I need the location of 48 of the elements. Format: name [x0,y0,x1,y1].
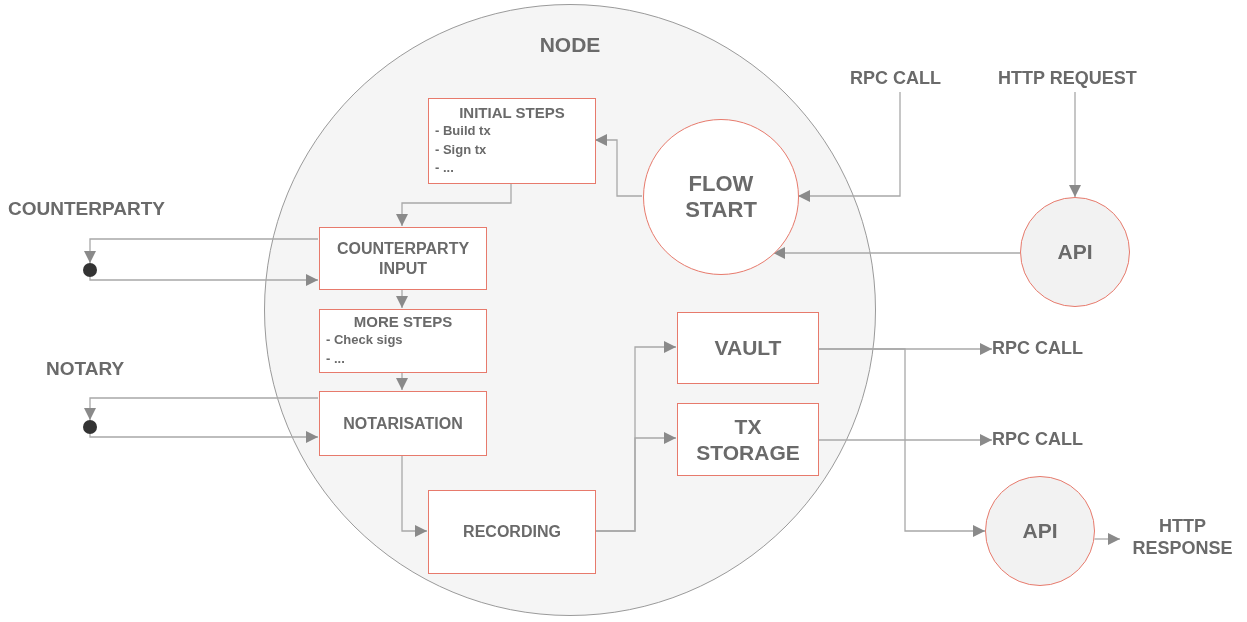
endpoint-name: NOTARY [46,358,125,380]
arrow [772,247,1021,259]
arrow [797,91,901,202]
step-title: RECORDING [462,522,562,542]
step-box [677,312,819,384]
arrow [401,454,428,537]
endpoint-dot [83,263,97,277]
step-title: COUNTERPARTY INPUT [335,239,471,278]
step-box [677,403,819,476]
circle-label: API [1057,239,1093,265]
step-box [319,227,487,290]
arrow [84,238,319,264]
arrow [89,274,319,286]
endpoint-label: RPC CALL [992,429,1083,451]
node-title: NODE [538,33,602,57]
arrow [817,434,993,446]
step-box [428,490,596,574]
step-item: - Check sigs [326,331,404,350]
endpoint-label: HTTP RESPONSE [1131,516,1234,560]
step-item: - ... [326,350,346,368]
arrow [1093,533,1121,545]
arrow [84,397,319,421]
arrow [396,288,408,309]
step-title: TX STORAGE [695,414,801,465]
arrow [594,432,677,532]
step-box [319,309,487,373]
arrow [396,371,408,391]
step-title: INITIAL STEPS [458,103,566,122]
step-title: VAULT [713,335,783,361]
arrow [89,431,319,443]
step-title: MORE STEPS [352,313,454,332]
step-box [319,391,487,456]
endpoint-name: COUNTERPARTY [8,198,165,220]
endpoint-label: RPC CALL [992,338,1083,360]
arrow [817,348,986,537]
step-item: - ... [435,159,455,178]
arrow [396,182,512,227]
circle-label: API [1022,518,1058,544]
step-item: - Sign tx [435,140,488,159]
endpoint-dot [83,420,97,434]
step-title: NOTARISATION [342,413,464,434]
arrow [1069,91,1081,198]
endpoint-label: HTTP REQUEST [998,68,1137,90]
step-item: - Build tx [435,121,492,140]
endpoint-label: RPC CALL [850,68,941,90]
circle-label: FLOW START [684,170,758,224]
arrow [594,134,643,197]
step-box [428,98,596,184]
